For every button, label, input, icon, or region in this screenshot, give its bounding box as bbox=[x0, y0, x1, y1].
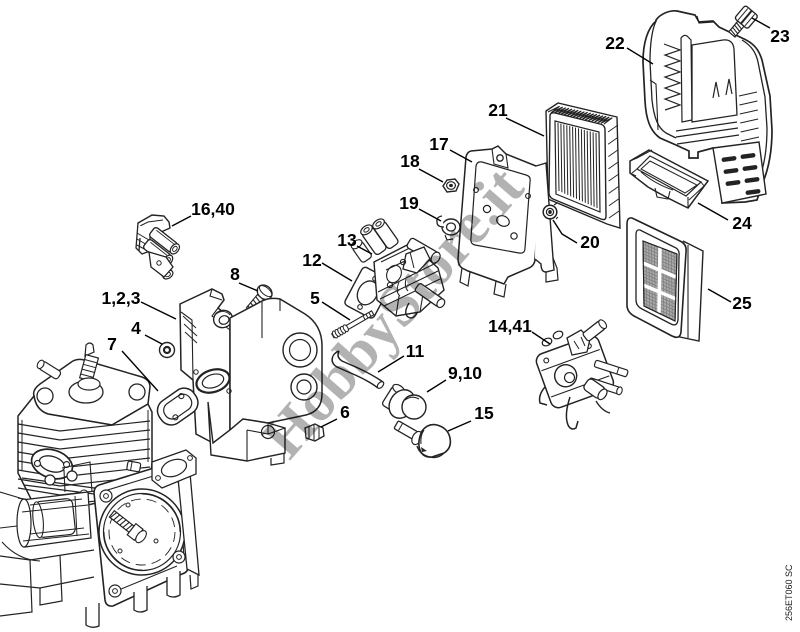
svg-text:4: 4 bbox=[131, 318, 141, 338]
svg-text:11: 11 bbox=[406, 341, 425, 361]
svg-text:7: 7 bbox=[107, 334, 117, 354]
svg-text:12: 12 bbox=[302, 250, 322, 270]
svg-text:19: 19 bbox=[399, 193, 419, 213]
svg-text:15: 15 bbox=[474, 403, 494, 423]
svg-text:17: 17 bbox=[429, 134, 448, 154]
svg-text:9,10: 9,10 bbox=[448, 363, 482, 383]
svg-text:20: 20 bbox=[580, 232, 600, 252]
svg-text:1,2,3: 1,2,3 bbox=[102, 288, 141, 308]
svg-text:22: 22 bbox=[605, 33, 625, 53]
svg-text:24: 24 bbox=[732, 213, 752, 233]
svg-text:25: 25 bbox=[732, 293, 752, 313]
svg-text:18: 18 bbox=[400, 151, 420, 171]
svg-text:13: 13 bbox=[337, 230, 357, 250]
svg-text:5: 5 bbox=[310, 288, 320, 308]
svg-text:23: 23 bbox=[770, 26, 790, 46]
svg-text:6: 6 bbox=[340, 402, 350, 422]
svg-text:21: 21 bbox=[488, 100, 508, 120]
svg-text:16,40: 16,40 bbox=[191, 199, 235, 219]
svg-text:256ET060 SC: 256ET060 SC bbox=[784, 564, 794, 621]
svg-text:14,41: 14,41 bbox=[488, 316, 532, 336]
svg-text:8: 8 bbox=[230, 264, 240, 284]
